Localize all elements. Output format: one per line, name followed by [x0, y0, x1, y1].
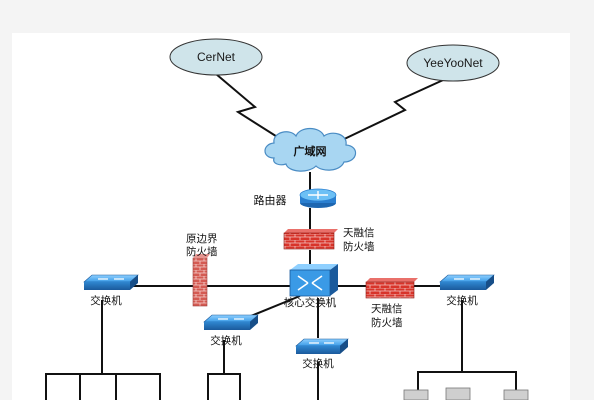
core-switch-icon [289, 264, 338, 297]
router-icon [299, 188, 337, 208]
server-icons [403, 387, 529, 400]
wan-label: 广域网 [294, 144, 327, 158]
switch-center-label: 交换机 [302, 357, 334, 370]
switch-right-label: 交换机 [446, 294, 478, 307]
firewall-top-label-1: 天融信 [343, 227, 375, 239]
firewall-right-icon [365, 278, 418, 299]
switch-mid-icon [203, 314, 259, 330]
switch-left-icon [83, 274, 139, 290]
connection-lines [45, 73, 517, 400]
link-yeeyoonet-wan [337, 75, 453, 143]
firewall-border-label-2: 防火墙 [186, 245, 218, 258]
cernet-label: CerNet [197, 50, 236, 64]
yeeyoonet-cloud: YeeYooNet [406, 44, 500, 82]
server-icon [503, 389, 529, 400]
firewall-border-icon [192, 254, 210, 307]
server-icon [445, 387, 471, 400]
server-icon [403, 389, 429, 400]
firewall-top-icon [283, 229, 338, 250]
diagram-canvas [12, 33, 570, 400]
core-switch-label: 核心交换机 [284, 296, 337, 309]
firewall-right-label-2: 防火墙 [371, 316, 403, 329]
router-label: 路由器 [254, 193, 287, 207]
switch-center-icon [295, 338, 349, 354]
link-cernet-wan [215, 73, 291, 146]
left-host-bus [45, 373, 161, 400]
mid-host-bus [207, 373, 241, 400]
right-server-bus [417, 371, 517, 390]
link-core-switch-mid [245, 295, 301, 319]
switch-left-label: 交换机 [90, 294, 122, 307]
firewall-border-label-1: 原边界 [186, 233, 218, 245]
switch-right-icon [439, 274, 495, 290]
cernet-cloud: CerNet [169, 38, 263, 76]
firewall-top-label-2: 防火墙 [343, 240, 375, 253]
wan-cloud-icon: 广域网 [264, 127, 357, 172]
firewall-right-label-1: 天融信 [371, 303, 403, 315]
switch-mid-label: 交换机 [210, 334, 242, 347]
yeeyoonet-label: YeeYooNet [423, 56, 483, 70]
